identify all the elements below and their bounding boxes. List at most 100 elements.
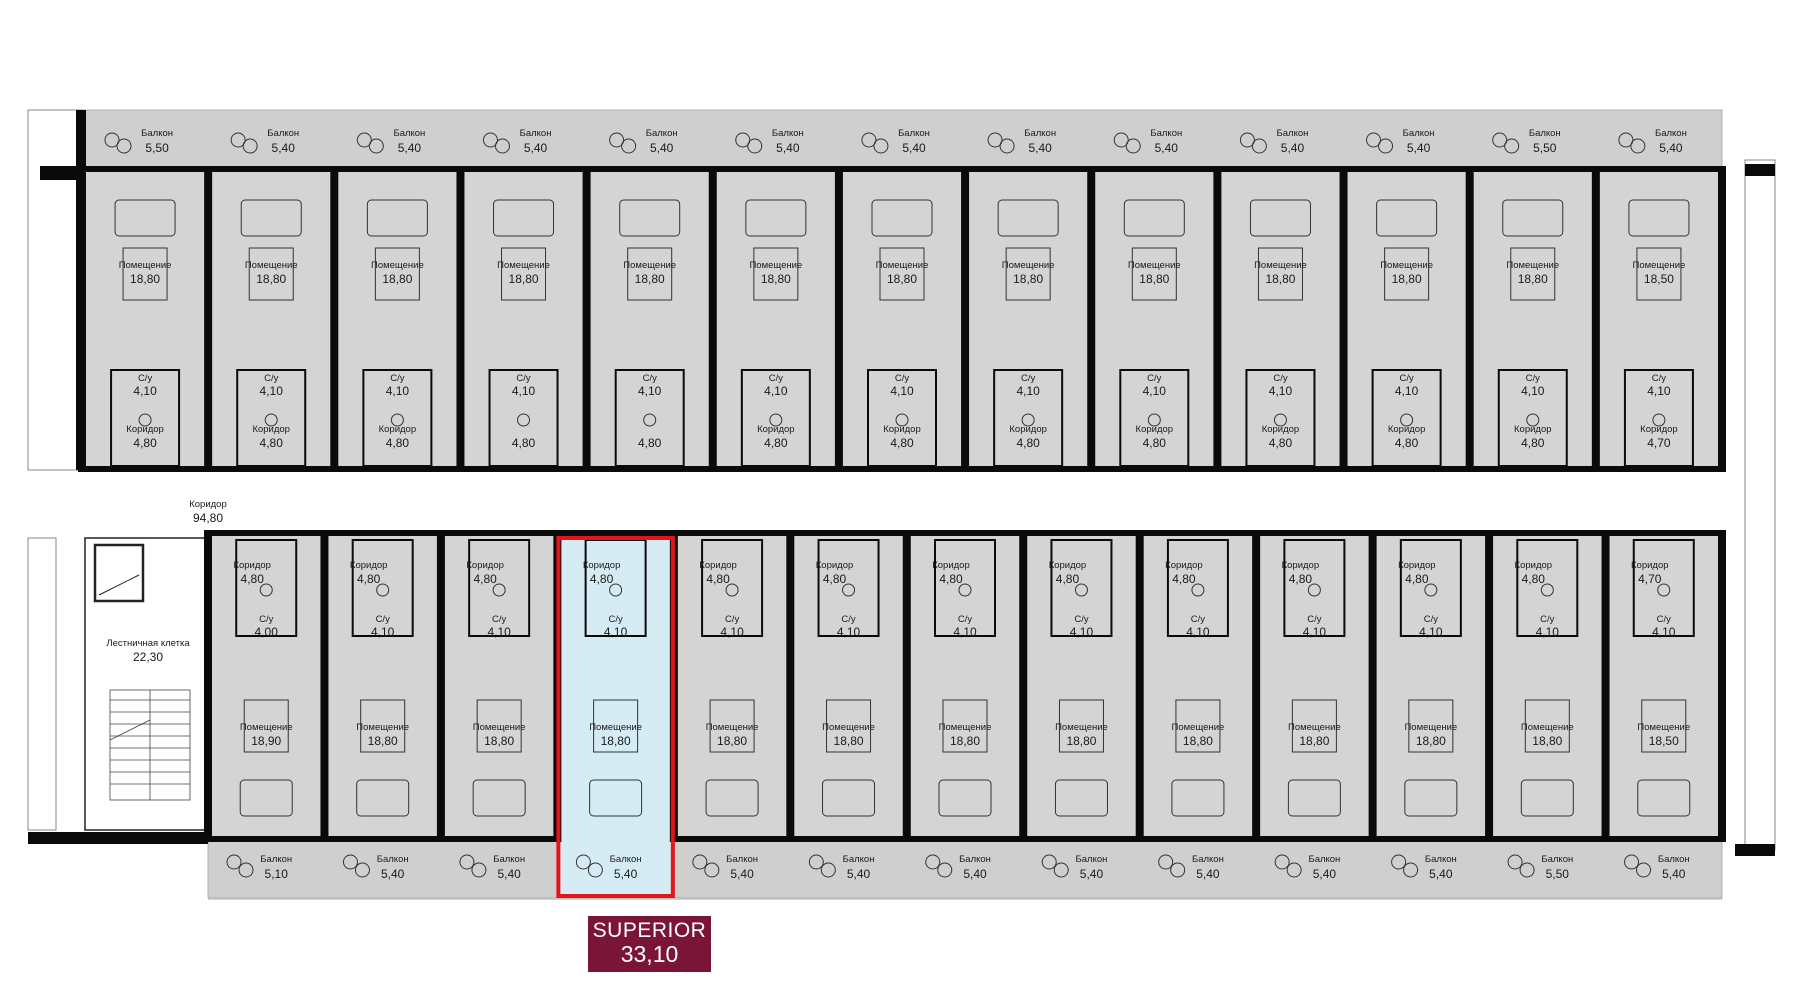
bed-icon — [942, 699, 988, 753]
bottom-balcony-area: 5,40 — [497, 867, 521, 881]
toilet-icon — [517, 413, 531, 427]
bed-icon — [1291, 699, 1337, 753]
top-bathroom-outline — [1119, 369, 1190, 467]
bottom-bathroom-area: 4,10 — [953, 625, 977, 639]
bottom-balcony-label: Балкон — [843, 854, 875, 865]
top-partition-wall — [1087, 166, 1096, 472]
top-corridor-label: Коридор — [1640, 424, 1678, 435]
bed-icon — [593, 699, 639, 753]
bed-icon — [1131, 247, 1177, 301]
bottom-bathroom-label: С/у — [492, 614, 507, 625]
bed-icon — [1175, 699, 1221, 753]
bottom-balcony-label: Балкон — [726, 854, 758, 865]
bottom-bathroom-outline — [817, 539, 880, 637]
building-structure — [27, 109, 1776, 900]
top-balcony-label: Балкон — [898, 128, 930, 139]
top-partition-wall — [204, 166, 213, 472]
bottom-bathroom-label: С/у — [958, 614, 973, 625]
top-room-label: Помещение — [749, 260, 802, 271]
toilet-icon — [376, 583, 390, 597]
chair-icon — [621, 138, 637, 154]
chair-icon — [1125, 138, 1141, 154]
chair-icon — [1507, 854, 1523, 870]
top-balcony-area: 5,40 — [1659, 141, 1683, 155]
bottom-balcony-area: 5,40 — [1080, 867, 1104, 881]
top-room-area: 18,80 — [1013, 272, 1043, 286]
bed-icon — [753, 247, 799, 301]
bottom-partition-wall — [204, 530, 212, 842]
toilet-icon — [1540, 583, 1554, 597]
sofa-icon — [356, 779, 410, 817]
bottom-balcony-label: Балкон — [1076, 854, 1108, 865]
toilet-icon — [138, 413, 152, 427]
bottom-room-area: 18,80 — [1066, 734, 1096, 748]
bottom-corridor-area: 4,80 — [357, 572, 381, 586]
chair-icon — [368, 138, 384, 154]
left-wing-upper — [27, 109, 83, 471]
bottom-bathroom-outline — [934, 539, 996, 637]
right-wall-bottom — [1735, 844, 1775, 856]
bottom-balcony-area: 5,40 — [1662, 867, 1686, 881]
toilet-icon — [1657, 583, 1671, 597]
bottom-balcony-label: Балкон — [1658, 854, 1690, 865]
top-balcony-area: 5,40 — [398, 141, 422, 155]
chair-icon — [342, 854, 358, 870]
bottom-corridor-label: Коридор — [1165, 560, 1203, 571]
bed-icon — [1005, 247, 1051, 301]
toilet-icon — [842, 583, 856, 597]
right-wing — [1744, 159, 1776, 851]
top-bathroom-outline — [236, 369, 307, 467]
top-partition-wall — [78, 166, 86, 472]
top-bathroom-outline — [488, 369, 559, 467]
toilet-icon — [1273, 413, 1287, 427]
top-corridor-label: Коридор — [1009, 424, 1047, 435]
bottom-corridor-area: 4,80 — [1289, 572, 1313, 586]
bottom-partition-wall — [436, 530, 445, 842]
bottom-balcony-area: 5,40 — [963, 867, 987, 881]
unit-badge[interactable]: SUPERIOR 33,10 — [588, 916, 711, 972]
top-corridor-area: 4,80 — [1016, 436, 1040, 450]
chair-icon — [1239, 132, 1255, 148]
top-corridor-area: 4,80 — [512, 436, 536, 450]
top-bathroom-outline — [867, 369, 937, 467]
chair-icon — [238, 862, 254, 878]
bottom-room-area: 18,50 — [1649, 734, 1679, 748]
bottom-corridor-area: 4,80 — [1056, 572, 1080, 586]
sofa-icon — [1376, 199, 1438, 237]
bottom-room-label: Помещение — [1288, 722, 1341, 733]
top-room-area: 18,80 — [509, 272, 539, 286]
sofa-icon — [1171, 779, 1225, 817]
top-bathroom-outline — [110, 369, 181, 467]
bottom-bathroom-outline — [1283, 539, 1346, 637]
chair-icon — [1403, 862, 1419, 878]
bottom-room-label: Помещение — [1521, 722, 1574, 733]
bottom-bathroom-outline — [1516, 539, 1579, 637]
bottom-room-label: Помещение — [240, 722, 293, 733]
chair-icon — [747, 138, 763, 154]
chair-icon — [356, 132, 372, 148]
bottom-bathroom-area: 4,10 — [487, 625, 511, 639]
top-room-area: 18,80 — [1139, 272, 1169, 286]
highlighted-unit-fill — [557, 536, 674, 898]
top-corridor-area: 4,80 — [1521, 436, 1545, 450]
bottom-balcony-label: Балкон — [1308, 854, 1340, 865]
top-corridor-label: Коридор — [883, 424, 921, 435]
top-bathroom-area: 4,10 — [1521, 384, 1545, 398]
top-balcony-label: Балкон — [1529, 128, 1561, 139]
bottom-bathroom-outline — [235, 539, 298, 637]
bottom-balcony-area: 5,40 — [730, 867, 754, 881]
top-corridor-label: Коридор — [252, 424, 290, 435]
bottom-room-label: Помещение — [706, 722, 759, 733]
top-room-label: Помещение — [371, 260, 424, 271]
top-corridor-wall — [82, 466, 1722, 472]
bottom-balcony-label: Балкон — [1541, 854, 1573, 865]
bottom-corridor-label: Коридор — [350, 560, 388, 571]
top-balcony-area: 5,40 — [524, 141, 548, 155]
top-corridor-area: 4,80 — [638, 436, 662, 450]
bed-icon — [1408, 699, 1454, 753]
sofa-icon — [239, 779, 293, 817]
top-bathroom-label: С/у — [138, 373, 153, 384]
top-bathroom-label: С/у — [643, 373, 658, 384]
top-balcony-label: Балкон — [646, 128, 678, 139]
toilet-icon — [769, 413, 783, 427]
